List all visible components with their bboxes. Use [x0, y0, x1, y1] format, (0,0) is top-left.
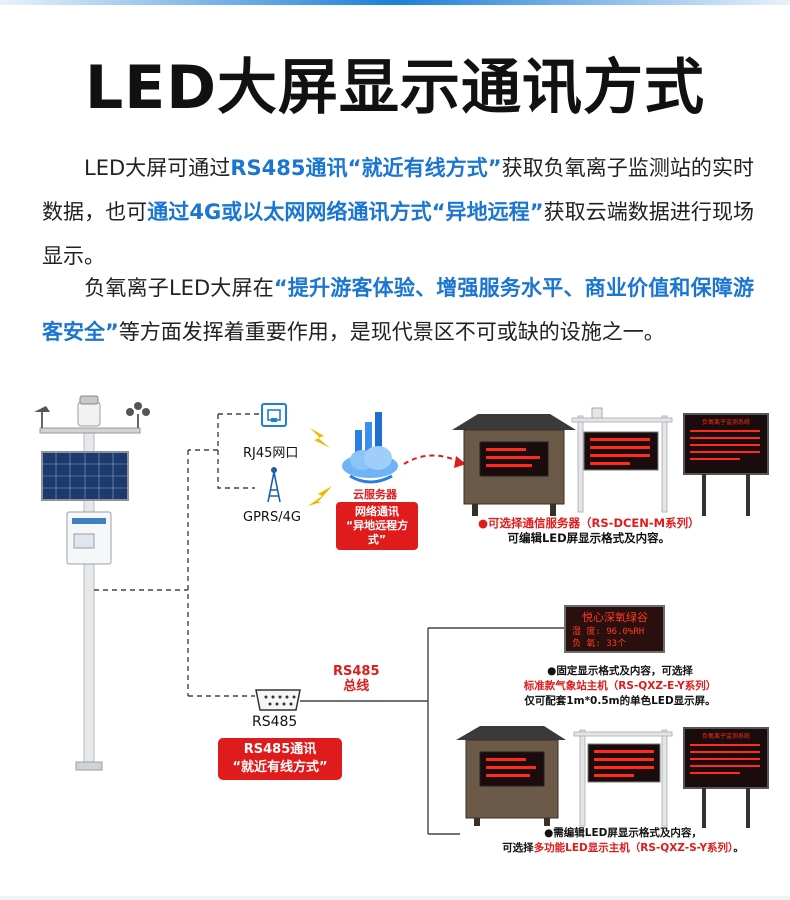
pavilion-led-sign-top	[452, 414, 576, 516]
station-control-box	[66, 511, 112, 565]
board-led-sign-bottom: 负氧离子监测系统	[683, 727, 769, 828]
board-led-sign-top: 负氧离子监测系统	[683, 413, 769, 516]
rj45-port-icon	[261, 403, 287, 427]
gprs-label: GPRS/4G	[243, 510, 301, 525]
p1-seg-2: 获取负氧离子监测站的实时数据，也可	[42, 156, 755, 224]
antenna-tower-icon	[267, 467, 281, 503]
pavilion-led-sign-bottom	[456, 726, 566, 826]
p2-seg-0: 负氧离子LED大屏在	[84, 276, 274, 300]
communication-diagram: 负氧离子监测系统 悦心深氧绿谷 湿 度: 96.0%RH 负 氧: 33个	[0, 390, 790, 900]
note-comm-server: ●可选择通信服务器（RS-DCEN-M系列） 可编辑LED屏显示格式及内容。	[478, 516, 700, 546]
note2-line2: 标准款气象站主机（RS-QXZ-E-Y系列）	[523, 680, 717, 692]
note1-line2: 可编辑LED屏显示格式及内容。	[507, 531, 671, 545]
frame-led-sign-bottom	[573, 729, 673, 827]
p2-seg-2: 等方面发挥着重要作用，是现代景区不可或缺的设施之一。	[118, 320, 665, 344]
note2-line3: 仅可配套1m*0.5m的单色LED显示屏。	[524, 695, 716, 707]
frame-led-sign-top	[571, 407, 673, 513]
rs485-wired-badge: RS485通讯 “就近有线方式”	[218, 738, 342, 780]
note-multifunction-host: ●需编辑LED屏显示格式及内容， 可选择多功能LED显示主机（RS-QXZ-S-…	[488, 826, 758, 856]
p1-seg-4: 获取云端数据进行现场显示。	[42, 200, 754, 268]
anemometer-icon	[126, 402, 150, 428]
p1-seg-1: RS485通讯“就近有线方式”	[230, 156, 502, 180]
small-led-line3: 负 氧: 33个	[572, 637, 626, 649]
cloud-network-badge: 网络通讯 “异地远程方式”	[336, 502, 418, 550]
p1-seg-3: 通过4G或以太网网络通讯方式“异地远程”	[147, 200, 544, 224]
cloud-badge-line2: “异地远程方式”	[345, 519, 409, 546]
small-led-line1: 悦心深氧绿谷	[582, 610, 648, 624]
rs485-bus-line1: RS485	[333, 664, 380, 679]
note2-line1: ●固定显示格式及内容，可选择	[547, 665, 693, 677]
led-board-header-top: 负氧离子监测系统	[702, 418, 750, 426]
rs485-bus-label: RS485 总线	[333, 664, 380, 694]
p2-seg-1: “提升游客体验、增强服务水平、商业价值和保障游客安全”	[42, 276, 754, 344]
remote-link-arrow	[403, 454, 461, 465]
top-accent-bar	[0, 0, 790, 5]
wind-vane-icon	[34, 406, 50, 428]
led-board-header-bottom: 负氧离子监测系统	[702, 732, 750, 740]
bottom-accent-bar	[0, 896, 790, 900]
rj45-label: RJ45网口	[243, 446, 299, 461]
cloud-server-icon	[342, 412, 398, 484]
note3-line2a: 可选择	[502, 842, 534, 854]
diagram-svg: 负氧离子监测系统 悦心深氧绿谷 湿 度: 96.0%RH 负 氧: 33个	[34, 395, 769, 835]
page-title: LED大屏显示通讯方式	[84, 53, 706, 123]
weather-station	[34, 395, 150, 771]
rs485-badge-line2: “就近有线方式”	[232, 760, 328, 775]
value-paragraph: 负氧离子LED大屏在“提升游客体验、增强服务水平、商业价值和保障游客安全”等方面…	[42, 266, 754, 354]
connection-lines	[94, 413, 565, 835]
cloud-server-label: 云服务器	[353, 488, 397, 501]
rs485-connector-label: RS485	[252, 714, 298, 730]
p1-seg-0: LED大屏可通过	[84, 156, 231, 180]
note-standard-host: ●固定显示格式及内容，可选择 标准款气象站主机（RS-QXZ-E-Y系列） 仅可…	[510, 664, 730, 709]
rs485-badge-line1: RS485通讯	[243, 742, 317, 757]
note1-line1: ●可选择通信服务器（RS-DCEN-M系列）	[478, 516, 700, 530]
solar-panel	[41, 451, 129, 501]
signal-bolt-icon	[308, 428, 332, 506]
rs485-connector-icon	[255, 689, 301, 711]
note3-line1: ●需编辑LED屏显示格式及内容，	[544, 827, 702, 839]
note3-line2c: 。	[733, 842, 744, 854]
small-led-sign: 悦心深氧绿谷 湿 度: 96.0%RH 负 氧: 33个	[564, 605, 665, 653]
small-led-line2: 湿 度: 96.0%RH	[572, 625, 644, 637]
cloud-badge-line1: 网络通讯	[355, 505, 399, 518]
intro-paragraph: LED大屏可通过RS485通讯“就近有线方式”获取负氧离子监测站的实时数据，也可…	[42, 146, 754, 278]
note3-line2b: 多功能LED显示主机（RS-QXZ-S-Y系列）	[533, 842, 734, 854]
rs485-bus-line2: 总线	[343, 679, 370, 694]
